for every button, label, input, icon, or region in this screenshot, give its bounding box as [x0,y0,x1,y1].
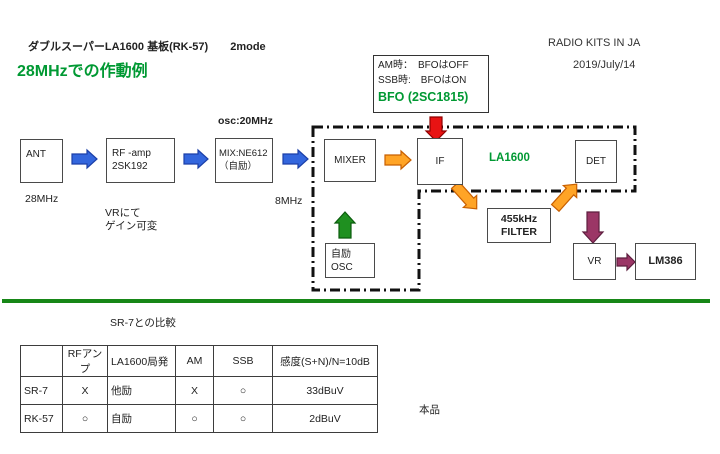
page-title: ダブルスーパーLA1600 基板(RK-57) 2mode [28,38,266,54]
cell-rk57-ssb: ○ [213,404,273,433]
title-mode: 2mode [230,41,266,53]
cell-sr7-sensitivity: 33dBuV [272,376,378,405]
block-osc-line1: 自励 [331,249,351,260]
arrow-mixer-to-if-icon [384,149,412,171]
comparison-table: RFアンプ LA1600局発 AM SSB 感度(S+N)/N=10dB SR-… [20,345,378,433]
block-lm386-label: LM386 [648,255,683,267]
section-divider [2,299,710,303]
bfo-note-box: AM時： BFOはOFF SSB時: BFOはON BFO (2SC1815) [373,55,489,113]
cell-rk57-kyokuhatsu: 自励 [107,404,176,433]
block-ant: ANT [20,139,63,183]
label-vr-note-line1: VRにて [105,207,141,219]
table-row-sr7: SR-7 X 他励 X ○ 33dBuV [20,376,378,405]
block-mix-line2: （自励） [219,161,258,172]
block-det: DET [575,140,617,183]
cell-rk57-sensitivity: 2dBuV [272,404,378,433]
label-vr-note: VRにて ゲイン可変 [105,207,157,233]
block-vr-label: VR [587,256,602,267]
arrow-det-to-vr-icon [581,211,605,244]
header-cell-blank [20,345,63,377]
cell-rk57-rfamp: ○ [62,404,108,433]
block-if-label: IF [435,156,445,167]
block-filter-line2: FILTER [501,225,537,238]
bfo-note-ssb: SSB時: BFOはON [378,75,467,86]
subtitle: 28MHzでの作動例 [17,63,148,80]
cell-sr7-am: X [175,376,214,405]
cell-sr7-kyokuhatsu: 他励 [107,376,176,405]
header-cell-rfamp: RFアンプ [62,345,108,377]
label-la1600: LA1600 [489,152,530,164]
date-text: 2019/July/14 [573,59,636,71]
header-cell-ssb: SSB [213,345,273,377]
brand-text: RADIO KITS IN JA [548,37,641,49]
block-rf-amp: RF -amp 2SK192 [106,138,175,183]
block-det-label: DET [586,156,606,167]
label-8mhz: 8MHz [275,195,303,207]
label-osc-freq: osc:20MHz [218,115,273,127]
arrow-osc-to-mixer-icon [333,211,357,239]
arrow-filter-to-det-icon [550,183,578,213]
block-rf-amp-line2: 2SK192 [112,161,148,172]
arrow-rfamp-to-mix-icon [183,148,209,170]
block-vr: VR [573,243,616,280]
header-cell-kyokuhatsu: LA1600局発 [107,345,176,377]
table-header-row: RFアンプ LA1600局発 AM SSB 感度(S+N)/N=10dB [20,345,378,377]
comparison-caption: SR-7との比較 [110,317,176,329]
header-cell-am: AM [175,345,214,377]
block-mixer-label: MIXER [334,155,366,166]
cell-rk57-am: ○ [175,404,214,433]
block-ant-label: ANT [26,149,46,160]
arrow-ant-to-rfamp-icon [71,148,98,170]
bfo-label: BFO (2SC1815) [378,90,469,104]
block-rf-amp-line1: RF -amp [112,148,151,159]
label-28mhz: 28MHz [25,193,59,205]
label-vr-note-line2: ゲイン可変 [105,220,158,232]
block-if: IF [417,138,463,185]
block-filter: 455kHz FILTER [487,208,551,243]
block-filter-line1: 455kHz [500,212,538,225]
cell-sr7-name: SR-7 [20,376,63,405]
table-row-rk57: RK-57 ○ 自励 ○ ○ 2dBuV [20,404,378,433]
cell-sr7-ssb: ○ [213,376,273,405]
block-osc: 自励 OSC [325,243,375,278]
block-mix-line1: MIX:NE612 [219,148,268,159]
arrow-vr-to-lm386-icon [616,252,636,272]
block-osc-line2: OSC [331,262,353,273]
arrow-mix-to-mixer-icon [282,148,309,170]
header-cell-sensitivity: 感度(S+N)/N=10dB [272,345,378,377]
block-mix: MIX:NE612 （自励） [215,138,273,183]
block-lm386: LM386 [635,243,696,280]
block-mixer: MIXER [324,139,376,182]
note-honpin: 本品 [419,404,440,416]
bfo-note-am: AM時： BFOはOFF [378,60,469,71]
title-text: ダブルスーパーLA1600 基板(RK-57) [28,41,209,53]
cell-sr7-rfamp: X [62,376,108,405]
cell-rk57-name: RK-57 [20,404,63,433]
